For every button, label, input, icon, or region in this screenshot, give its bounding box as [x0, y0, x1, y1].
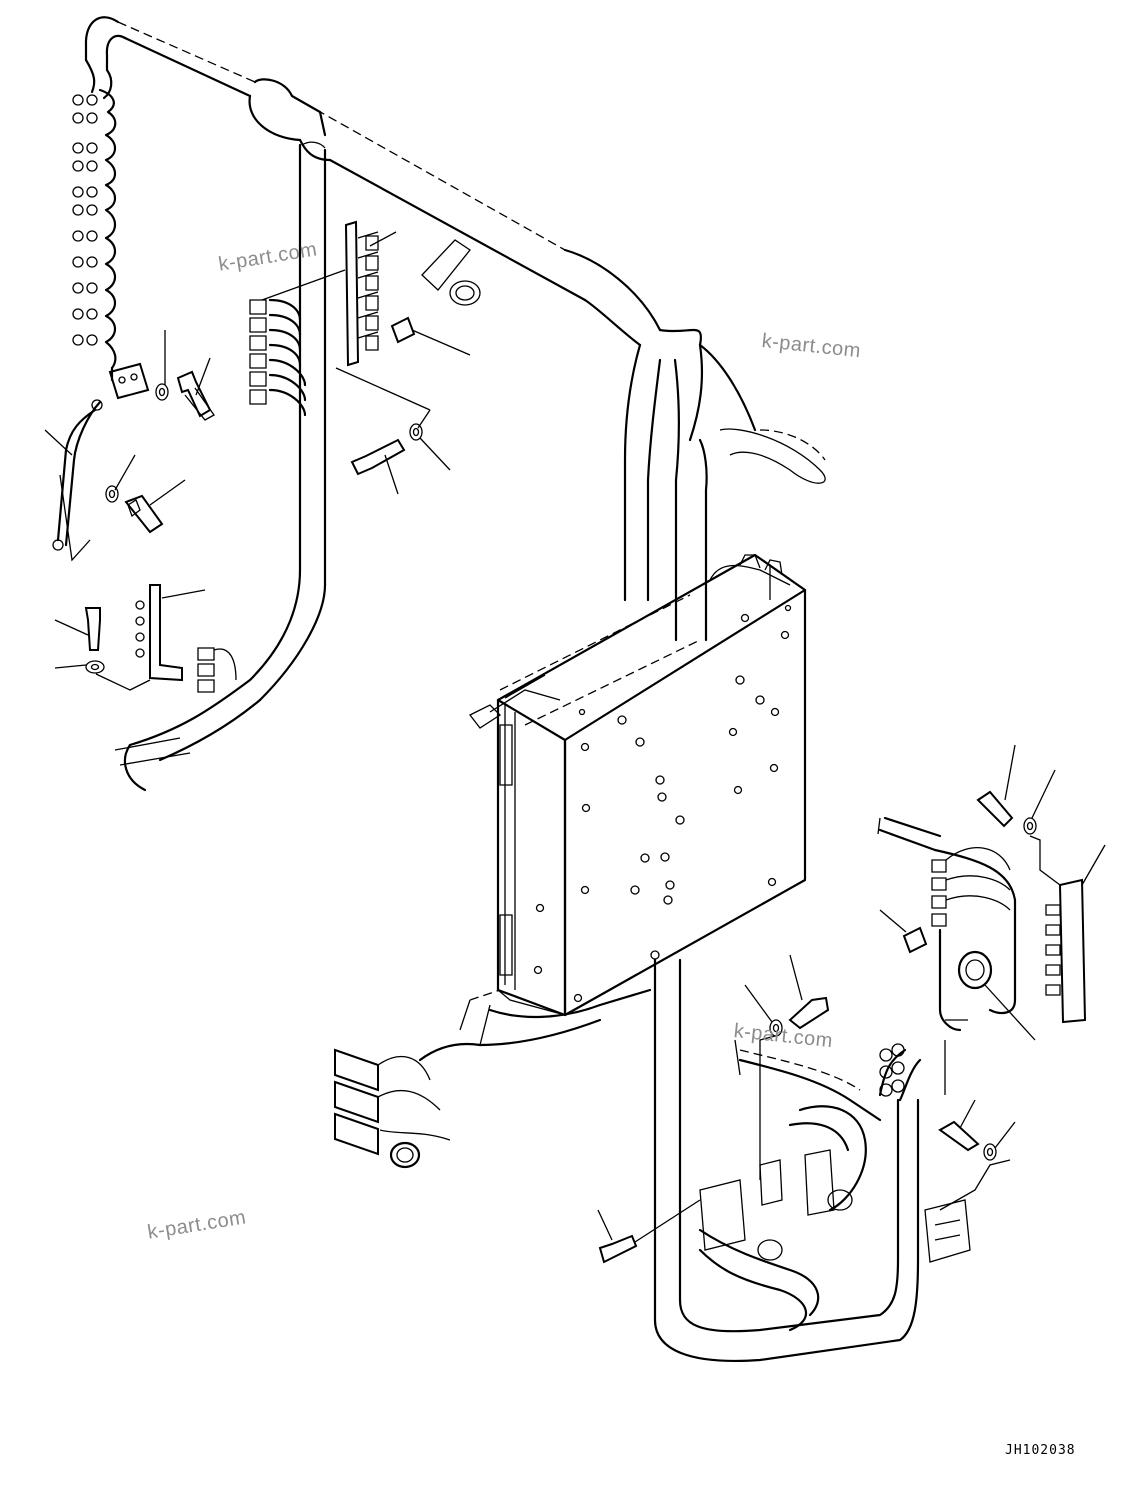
washer-icon	[156, 384, 168, 400]
grommet-icon	[422, 240, 480, 305]
nut-icon	[904, 928, 926, 952]
bolt-icon	[126, 496, 162, 532]
wiring-harness	[86, 17, 1015, 1361]
connector-block-icon	[700, 1044, 970, 1262]
connector-block-icon	[250, 300, 266, 404]
terminal-strip-icon	[136, 585, 182, 680]
connector-stack-left	[73, 60, 148, 398]
terminal-strip-icon	[346, 222, 378, 365]
bolt-icon	[978, 792, 1012, 826]
drawing-code: JH102038	[1005, 1443, 1076, 1458]
connector-block-icon	[335, 1050, 450, 1154]
connector-block-icon	[932, 848, 1010, 926]
washer-icon	[984, 1144, 996, 1160]
bolt-icon	[178, 372, 214, 420]
terminal-strip-icon	[1046, 880, 1085, 1022]
washer-icon	[410, 424, 422, 440]
grommet-icon	[391, 1143, 852, 1260]
bolt-icon	[940, 1122, 978, 1150]
controller-box	[470, 555, 805, 1015]
washer-icon	[1024, 818, 1036, 834]
washer-icon	[106, 486, 118, 502]
bolt-icon	[86, 608, 100, 650]
washer-icon	[770, 1020, 782, 1036]
nut-icon	[392, 318, 414, 342]
leader-lines	[45, 232, 1105, 1242]
connector-block-icon	[198, 648, 236, 692]
grommet-icon	[959, 952, 991, 988]
washer-icon	[86, 661, 104, 673]
bolt-icon	[352, 440, 404, 474]
bolt-icon	[790, 998, 828, 1028]
bolt-icon	[600, 1236, 636, 1262]
